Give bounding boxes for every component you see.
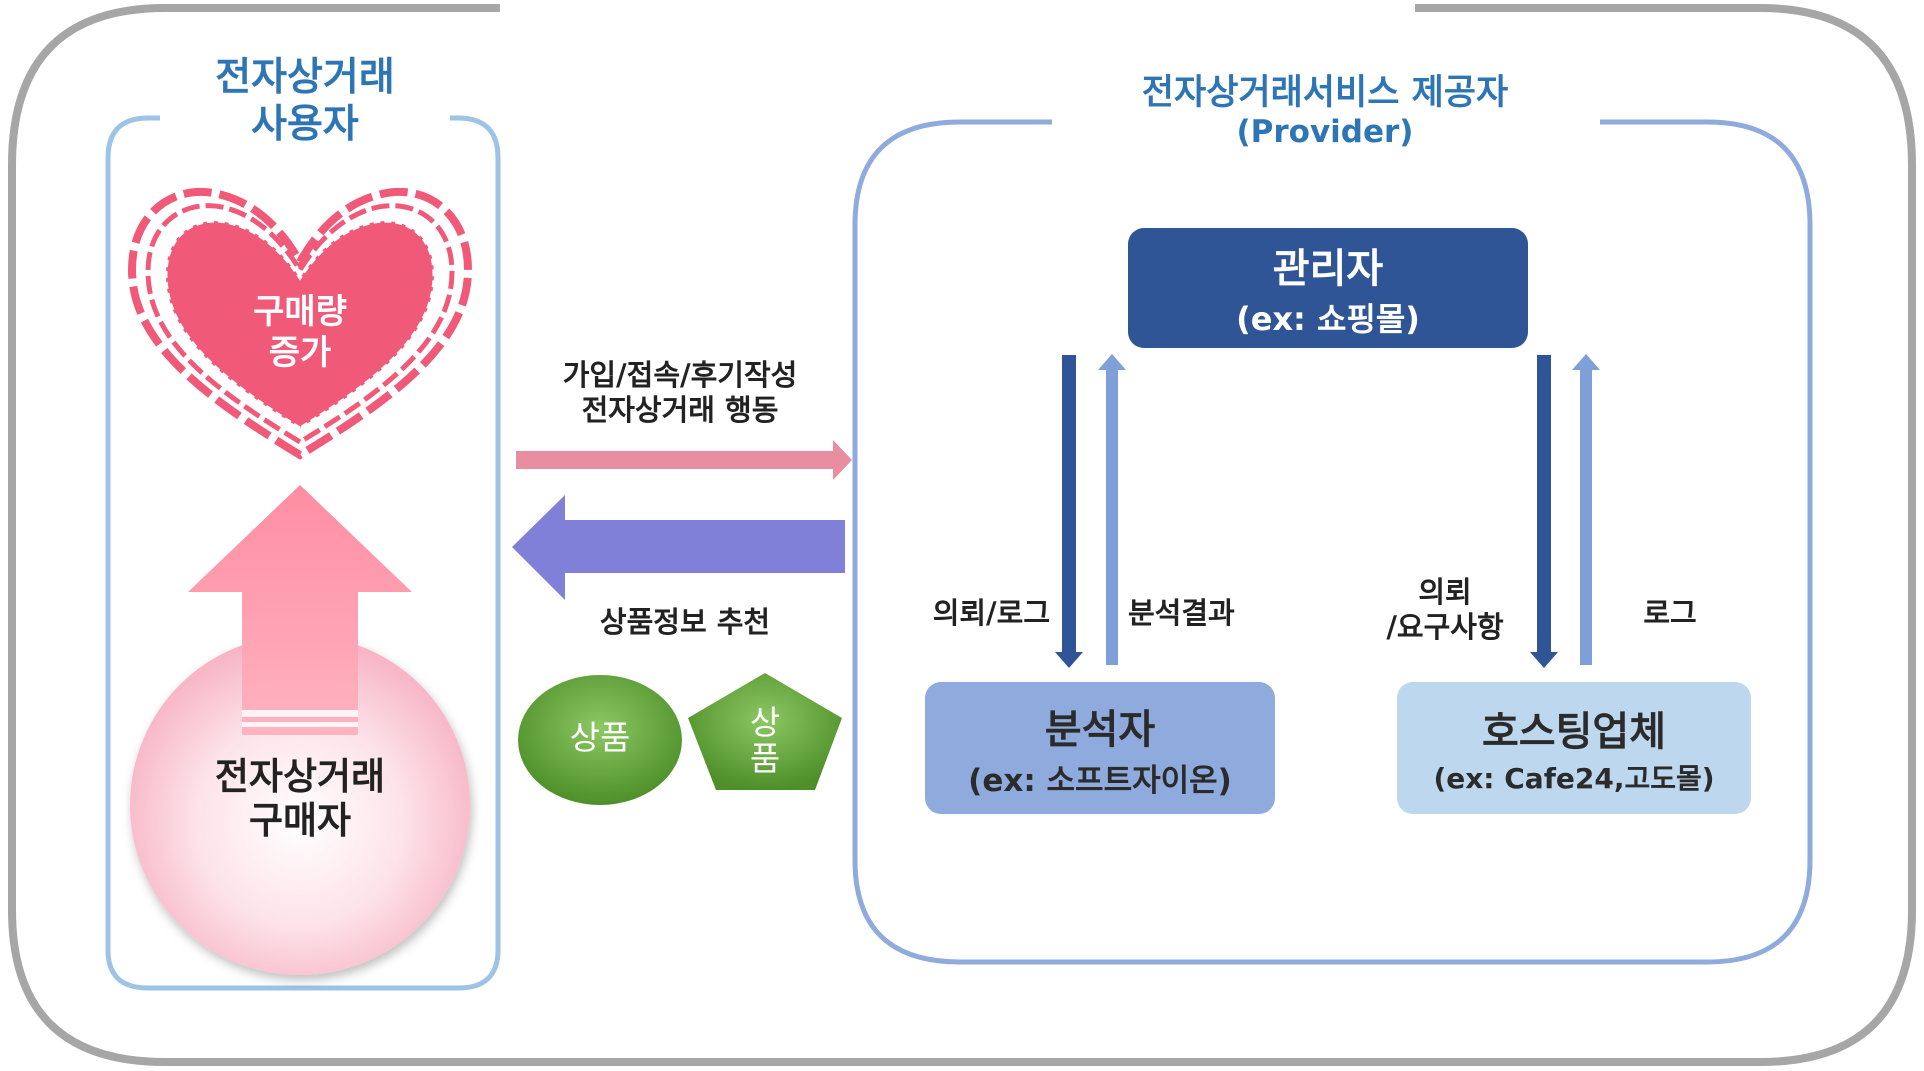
- user-group-title-line2: 사용자: [251, 101, 359, 147]
- arrow-hosting-to-manager: [1572, 354, 1600, 665]
- provider-group-title: 전자상거래서비스 제공자 (Provider): [1055, 72, 1595, 152]
- edge-label-manager-to-hosting: 의뢰 /요구사항: [1360, 575, 1530, 645]
- arrow-to-provider: [516, 440, 852, 480]
- arrow-analyst-to-manager: [1098, 354, 1126, 665]
- provider-group-subtitle: (Provider): [1236, 114, 1414, 150]
- flow-to-provider-label: 가입/접속/후기작성 전자상거래 행동: [520, 358, 840, 428]
- product-pentagon-line1: 상: [749, 703, 781, 742]
- analyst-box: 분석자 (ex: 소프트자이온): [925, 682, 1275, 814]
- flow-to-user-label: 상품정보 추천: [599, 605, 771, 639]
- edge-label-hosting-to-manager: 로그: [1643, 596, 1697, 630]
- heart-label: 구매량 증가: [210, 292, 390, 374]
- heart-label-line2: 증가: [268, 332, 332, 373]
- hosting-title: 호스팅업체: [1482, 709, 1666, 755]
- provider-group-frame: [852, 119, 1813, 965]
- buyer-label-line2: 구매자: [248, 799, 352, 843]
- buyer-label: 전자상거래 구매자: [170, 755, 430, 844]
- product-circle: [518, 675, 682, 805]
- product-pentagon-label: 상 품: [725, 703, 805, 779]
- outer-frame: [7, 4, 1916, 1066]
- user-group-title-line1: 전자상거래: [215, 55, 395, 100]
- edge-label-manager-to-hosting-line2: /요구사항: [1386, 609, 1504, 644]
- heart-shape: [127, 187, 473, 460]
- arrow-manager-to-hosting: [1530, 355, 1558, 668]
- manager-box: 관리자 (ex: 쇼핑몰): [1128, 228, 1528, 348]
- arrow-manager-to-analyst: [1055, 355, 1083, 668]
- up-arrow: [188, 485, 412, 735]
- product-pentagon-line2: 품: [749, 739, 781, 779]
- flow-to-provider-line2: 전자상거래 행동: [581, 392, 779, 427]
- manager-title: 관리자: [1272, 246, 1384, 292]
- product-pentagon: [688, 673, 842, 790]
- edge-label-manager-to-analyst: 의뢰/로그: [932, 596, 1050, 630]
- provider-group-title-line1: 전자상거래서비스 제공자: [1141, 73, 1509, 113]
- user-group-frame: [105, 115, 501, 991]
- edge-label-manager-to-hosting-line1: 의뢰: [1418, 575, 1472, 609]
- arrow-to-user: [512, 495, 845, 600]
- user-group-title: 전자상거래 사용자: [160, 55, 450, 149]
- buyer-circle: [130, 635, 470, 975]
- manager-example: (ex: 쇼핑몰): [1236, 300, 1420, 338]
- flow-to-provider-line1: 가입/접속/후기작성: [562, 358, 798, 392]
- buyer-label-line1: 전자상거래: [214, 755, 386, 798]
- edge-label-analyst-to-manager: 분석결과: [1128, 596, 1235, 630]
- heart-label-line1: 구매량: [253, 292, 347, 332]
- hosting-example: (ex: Cafe24,고도몰): [1433, 762, 1715, 795]
- product-circle-label: 상품: [569, 718, 631, 757]
- analyst-example: (ex: 소프트자이온): [968, 762, 1232, 799]
- hosting-box: 호스팅업체 (ex: Cafe24,고도몰): [1397, 682, 1751, 814]
- analyst-title: 분석자: [1044, 706, 1156, 753]
